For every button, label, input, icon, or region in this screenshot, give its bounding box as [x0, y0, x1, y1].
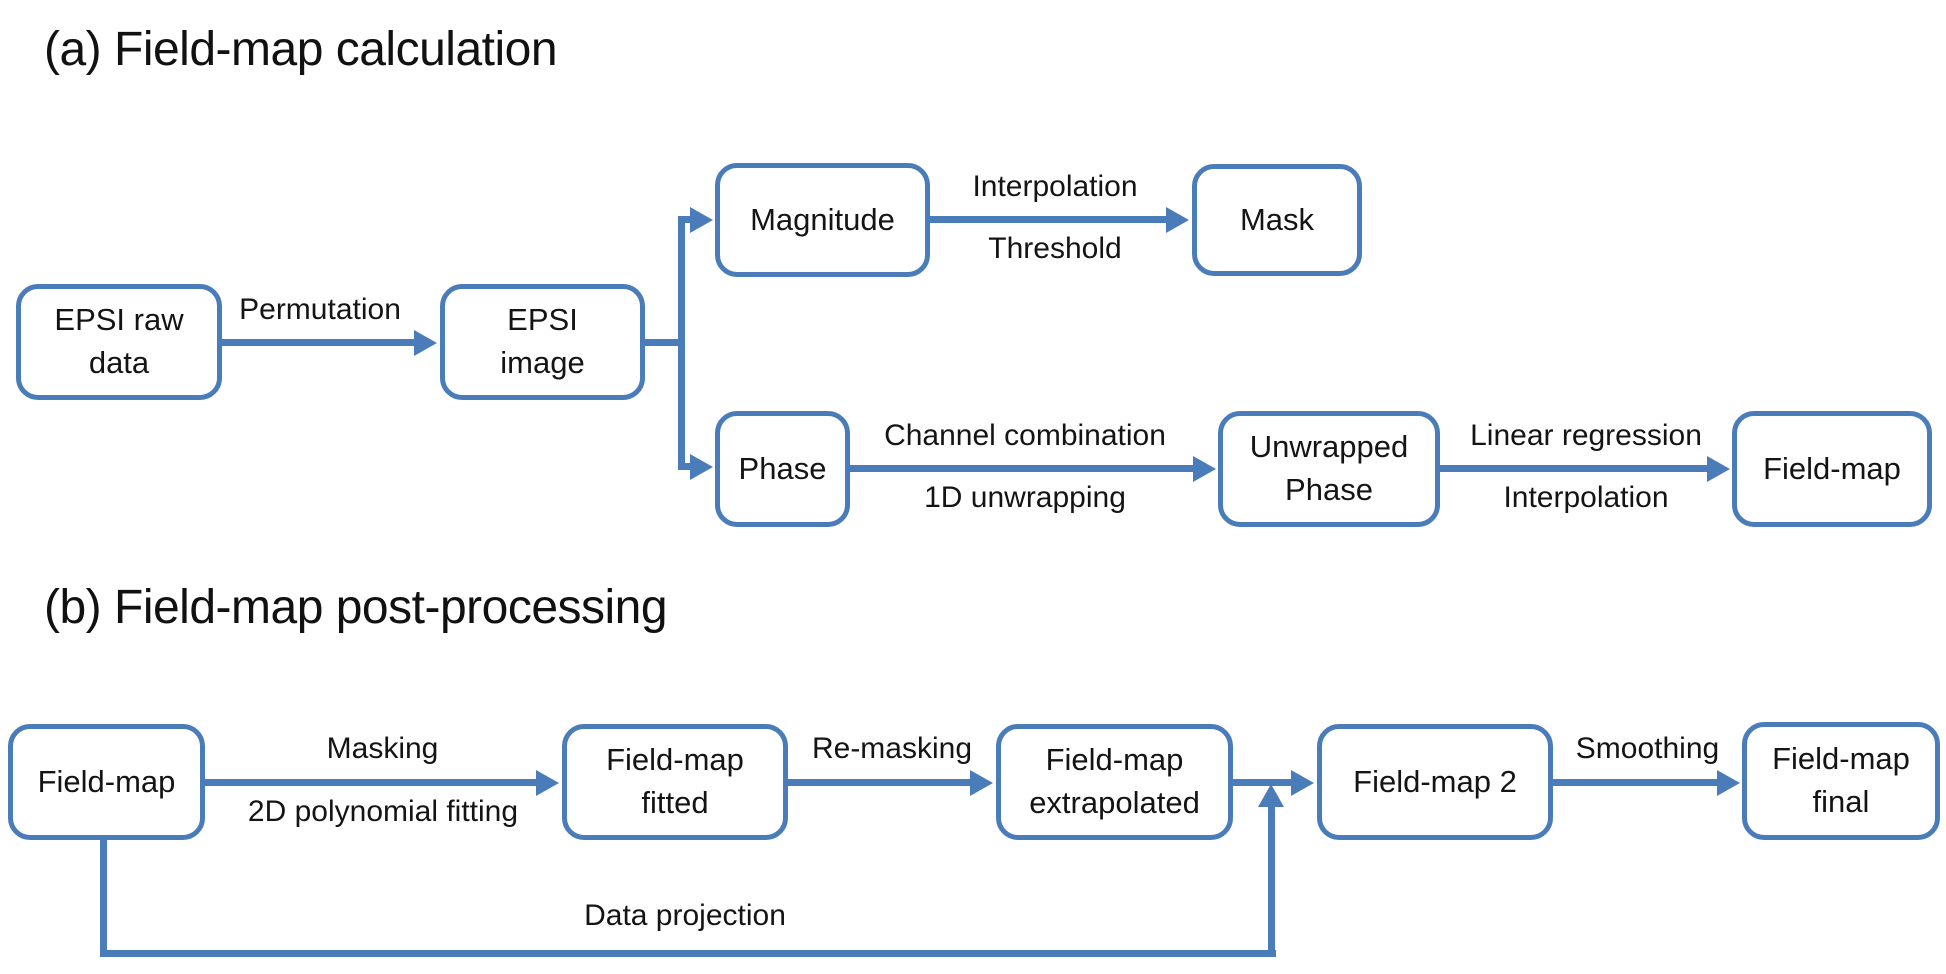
- unwrapped-fieldmap-arrow-line: [1440, 465, 1710, 472]
- branch-bottom-corner-line: [678, 463, 692, 470]
- edge-label-1d-unwrapping: 1D unwrapping: [924, 481, 1126, 514]
- node-field-map-2: Field-map 2: [1317, 724, 1553, 840]
- node-epsi-image: EPSI image: [440, 284, 645, 400]
- remasking-arrow-line: [788, 779, 972, 786]
- extrapolated-fieldmap2-arrowhead-icon: [1291, 770, 1314, 796]
- edge-label-masking: Masking: [326, 732, 439, 765]
- edge-label-interpolation-top: Interpolation: [972, 170, 1138, 203]
- permutation-arrowhead-icon: [414, 330, 437, 356]
- node-field-map-extrapolated: Field-map extrapolated: [996, 724, 1233, 840]
- magnitude-mask-arrow-line: [930, 216, 1168, 223]
- edge-label-threshold: Threshold: [988, 232, 1122, 265]
- edge-label-smoothing: Smoothing: [1575, 732, 1720, 765]
- remasking-arrowhead-icon: [970, 770, 993, 796]
- branch-top-corner-line: [678, 216, 692, 223]
- projection-left-vertical-line: [100, 840, 107, 957]
- node-field-map-final: Field-map final: [1742, 722, 1940, 840]
- branch-vertical-line: [678, 216, 685, 470]
- edge-label-permutation: Permutation: [239, 293, 401, 326]
- projection-right-vertical-line: [1268, 806, 1275, 957]
- node-field-map-fitted: Field-map fitted: [562, 724, 788, 840]
- branch-bottom-arrowhead-icon: [690, 454, 713, 480]
- edge-label-channel-combination: Channel combination: [884, 419, 1166, 452]
- node-field-map-a: Field-map: [1732, 411, 1932, 527]
- smoothing-arrowhead-icon: [1717, 770, 1740, 796]
- magnitude-mask-arrowhead-icon: [1166, 207, 1189, 233]
- masking-arrow-line: [205, 779, 538, 786]
- phase-unwrapped-arrow-line: [850, 465, 1196, 472]
- edge-label-2d-polynomial-fitting: 2D polynomial fitting: [247, 795, 519, 828]
- node-magnitude: Magnitude: [715, 163, 930, 277]
- edge-label-interpolation-bottom: Interpolation: [1503, 481, 1669, 514]
- masking-arrowhead-icon: [536, 770, 559, 796]
- projection-up-arrowhead-icon: [1258, 784, 1284, 807]
- section-a-title: (a) Field-map calculation: [44, 23, 558, 76]
- node-unwrapped-phase: Unwrapped Phase: [1218, 411, 1440, 527]
- smoothing-arrow-line: [1553, 779, 1719, 786]
- node-epsi-raw-data: EPSI raw data: [16, 284, 222, 400]
- edge-label-remasking: Re-masking: [811, 732, 973, 765]
- projection-bottom-line: [100, 950, 1276, 957]
- extrapolated-fieldmap2-arrow-line: [1233, 779, 1293, 786]
- edge-label-data-projection: Data projection: [584, 899, 786, 932]
- branch-stub-line: [645, 339, 685, 346]
- phase-unwrapped-arrowhead-icon: [1193, 456, 1216, 482]
- unwrapped-fieldmap-arrowhead-icon: [1707, 456, 1730, 482]
- edge-label-linear-regression: Linear regression: [1470, 419, 1702, 452]
- node-mask: Mask: [1192, 164, 1362, 276]
- node-field-map-b: Field-map: [8, 724, 205, 840]
- node-phase: Phase: [715, 411, 850, 527]
- section-b-title: (b) Field-map post-processing: [44, 581, 668, 634]
- branch-top-arrowhead-icon: [690, 207, 713, 233]
- permutation-arrow-line: [222, 339, 418, 346]
